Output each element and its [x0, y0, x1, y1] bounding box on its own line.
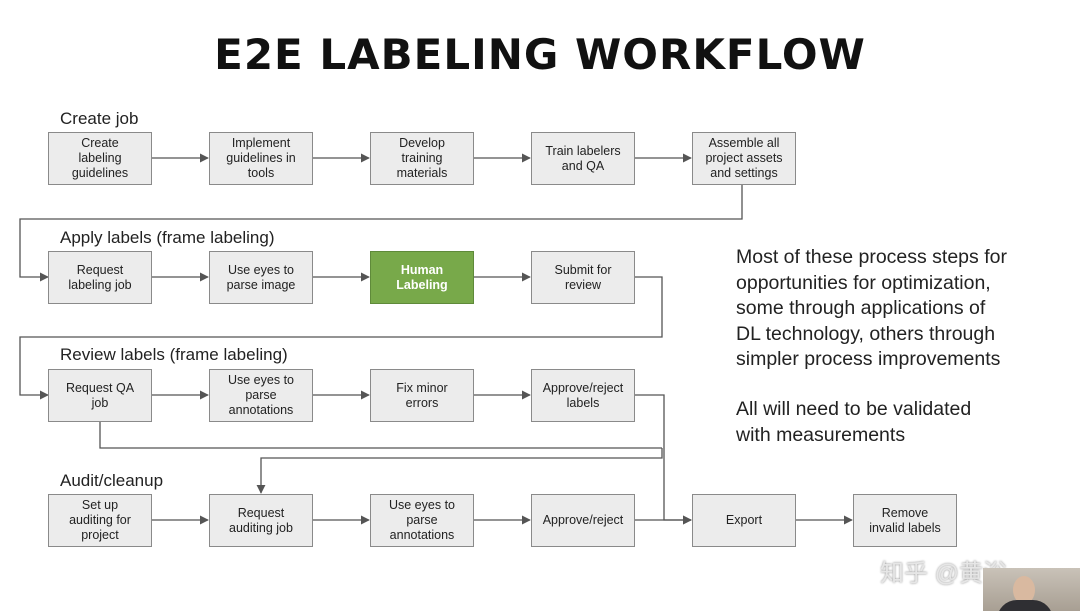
step-request-auditing-job: Request auditing job	[209, 494, 313, 547]
step-create-labeling-guidelines: Create labeling guidelines	[48, 132, 152, 185]
section-review-labels: Review labels (frame labeling)	[60, 345, 288, 364]
section-create-job: Create job	[60, 109, 139, 128]
step-request-labeling-job: Request labeling job	[48, 251, 152, 304]
connector-qa-to-audit	[99, 421, 662, 449]
step-approve-reject: Approve/reject	[531, 494, 635, 547]
step-request-qa-job: Request QA job	[48, 369, 152, 422]
step-train-labelers: Train labelers and QA	[531, 132, 635, 185]
section-audit-cleanup: Audit/cleanup	[60, 471, 164, 490]
step-develop-training-materials: Develop training materials	[370, 132, 474, 185]
step-assemble-assets: Assemble all project assets and settings	[692, 132, 796, 185]
step-parse-annotations-audit: Use eyes to parse annotations	[370, 494, 474, 547]
webcam-thumbnail	[983, 568, 1080, 611]
step-submit-for-review: Submit for review	[531, 251, 635, 304]
connector-r1-r2	[19, 184, 743, 282]
step-fix-minor-errors: Fix minor errors	[370, 369, 474, 422]
step-implement-guidelines: Implement guidelines in tools	[209, 132, 313, 185]
step-parse-annotations-review: Use eyes to parse annotations	[209, 369, 313, 422]
section-apply-labels: Apply labels (frame labeling)	[60, 228, 275, 247]
step-human-labeling: Human Labeling	[370, 251, 474, 304]
presenter-body	[997, 600, 1053, 611]
connector-r2-r3	[19, 276, 663, 400]
step-parse-image: Use eyes to parse image	[209, 251, 313, 304]
connector-to-request-auditing	[256, 448, 663, 494]
note-validation: All will need to be validated with measu…	[736, 398, 972, 446]
presenter-head	[1013, 576, 1035, 604]
note-optimization: Most of these process steps for opportun…	[736, 246, 1007, 370]
step-approve-reject-labels: Approve/reject labels	[531, 369, 635, 422]
step-set-up-auditing: Set up auditing for project	[48, 494, 152, 547]
page-title: E2E LABELING WORKFLOW	[214, 30, 866, 79]
step-export: Export	[692, 494, 796, 547]
step-remove-invalid-labels: Remove invalid labels	[853, 494, 957, 547]
